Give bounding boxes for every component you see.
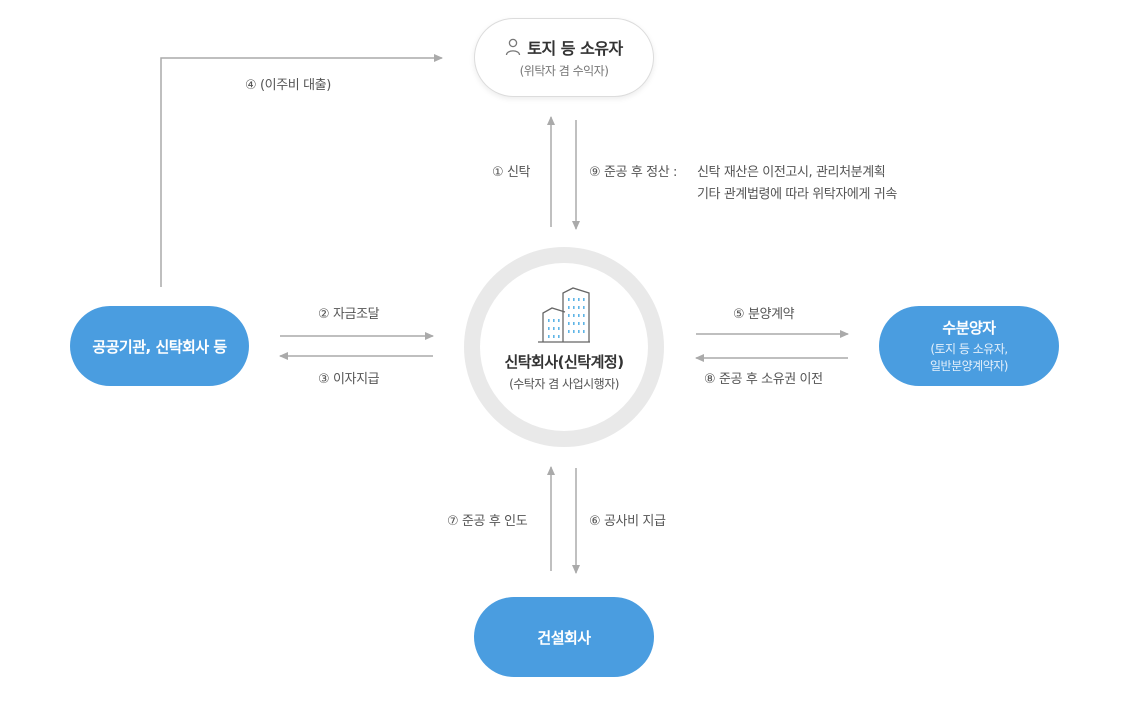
label-ownership-transfer: ⑧ 준공 후 소유권 이전 [704,372,823,387]
trust-company-subtitle: (수탁자 겸 사업시행자) [509,377,619,391]
owner-node: 토지 등 소유자 (위탁자 겸 수익자) [474,18,654,97]
label-settlement-detail-line1: 신탁 재산은 이전고시, 관리처분계획 [697,165,886,180]
owner-subtitle: (위탁자 겸 수익자) [519,64,609,78]
person-icon [506,38,521,56]
label-settlement: ⑨ 준공 후 정산 : [589,165,677,180]
label-construction-payment: ⑥ 공사비 지급 [589,514,666,529]
builder-title: 건설회사 [537,628,591,647]
buyer-subtitle-line2: 일반분양계약자) [930,359,1008,373]
builder-node: 건설회사 [474,597,654,677]
buyer-title: 수분양자 [942,319,996,337]
label-trust: ① 신탁 [492,165,531,180]
label-sale-contract: ⑤ 분양계약 [733,307,795,322]
public-agency-node: 공공기관, 신탁회사 등 [70,306,249,386]
public-agency-title: 공공기관, 신탁회사 등 [92,337,227,356]
arrow-relocation-loan [160,54,443,287]
trust-company-node: 신탁회사(신탁계정) (수탁자 겸 사업시행자) [480,263,648,431]
building-icon [538,287,590,343]
owner-title: 토지 등 소유자 [527,39,623,58]
buyer-subtitle-line1: (토지 등 소유자, [930,342,1008,356]
label-relocation-loan: ④ (이주비 대출) [245,78,331,93]
label-interest: ③ 이자지급 [318,372,380,387]
label-delivery: ⑦ 준공 후 인도 [447,514,528,529]
buyer-node: 수분양자 (토지 등 소유자, 일반분양계약자) [879,306,1059,386]
label-settlement-detail-line2: 기타 관계법령에 따라 위탁자에게 귀속 [697,187,897,202]
trust-company-title: 신탁회사(신탁계정) [504,353,624,371]
label-funding: ② 자금조달 [318,307,380,322]
